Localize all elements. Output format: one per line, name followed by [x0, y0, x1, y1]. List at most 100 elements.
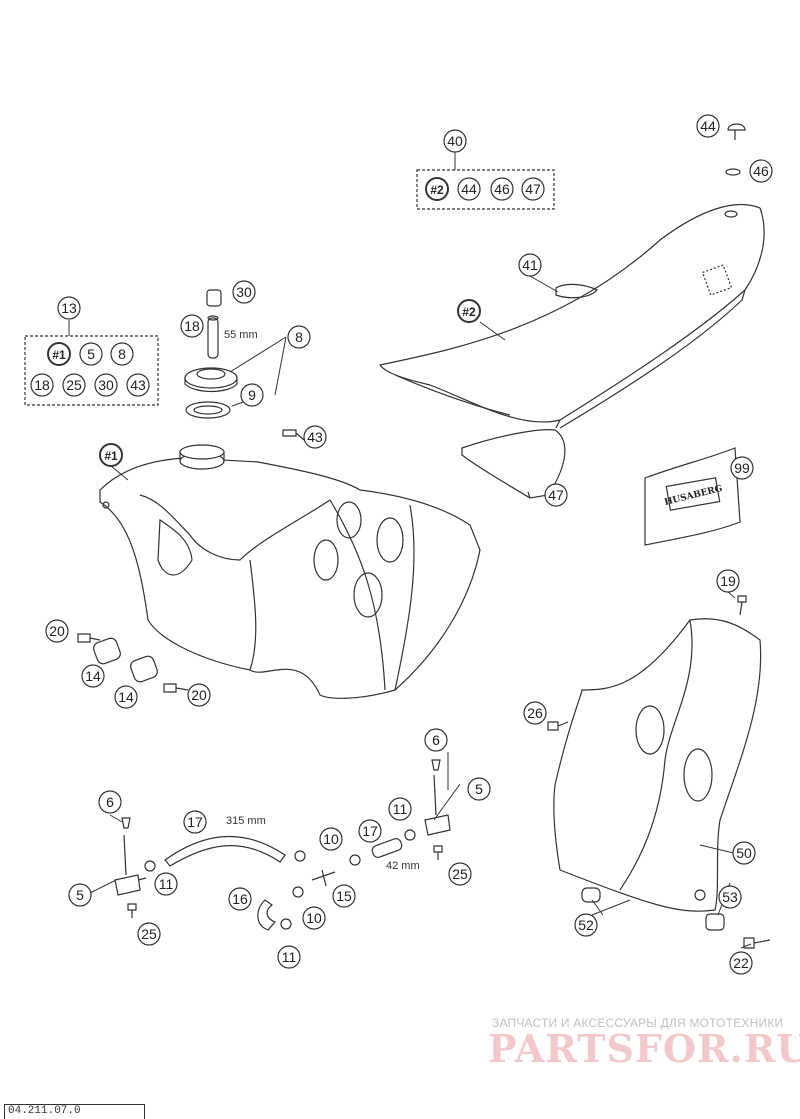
breather-valve	[206, 289, 222, 307]
decal: HUSABERG	[644, 447, 741, 546]
svg-text:50: 50	[736, 845, 752, 861]
callout-25-left: 25	[137, 922, 161, 946]
callout-10-mid: 10	[0, 0, 8, 3]
clip-10-a	[294, 850, 306, 862]
callout-11-bottom: 11	[277, 945, 301, 969]
svg-text:11: 11	[393, 801, 408, 817]
callout-19: 19	[716, 569, 740, 593]
callout-99: 99	[730, 456, 754, 480]
clip-11-b	[404, 829, 416, 841]
seat-foam-pad	[461, 429, 566, 499]
fuel-screen-right	[431, 759, 441, 771]
svg-text:52: 52	[578, 917, 594, 933]
callout-18-kit: 18	[30, 373, 54, 397]
callout-16: 16	[228, 887, 252, 911]
fuel-screen-left	[121, 817, 131, 829]
seat-bolt-44	[727, 123, 746, 140]
screw-25-left	[127, 903, 137, 918]
svg-text:25: 25	[141, 926, 157, 942]
svg-text:#1: #1	[104, 449, 118, 463]
svg-text:44: 44	[700, 118, 716, 134]
svg-text:8: 8	[118, 346, 126, 362]
callout-44: 44	[696, 114, 720, 138]
clip-11-c	[280, 918, 292, 930]
callout-11-left: 11	[154, 872, 178, 896]
svg-text:18: 18	[34, 377, 50, 393]
callout-18: 18	[180, 314, 204, 338]
screw-26	[547, 721, 569, 731]
svg-text:19: 19	[720, 573, 736, 589]
svg-text:10: 10	[306, 910, 322, 926]
clip-10-b	[349, 854, 361, 866]
filler-cap	[184, 367, 238, 393]
callout-2-kit: #2	[425, 177, 449, 201]
screw-25-right	[433, 845, 443, 860]
callout-15: 15	[332, 884, 356, 908]
clip-11-a	[144, 860, 156, 872]
svg-text:9: 9	[248, 387, 256, 403]
svg-text:#1: #1	[52, 348, 66, 362]
kit-box-13	[24, 335, 159, 406]
callout-5-right: 5	[467, 777, 491, 801]
callout-40: 40	[443, 129, 467, 153]
callout-6-left: 6	[98, 790, 122, 814]
callout-20-upper: 20	[45, 619, 69, 643]
svg-text:41: 41	[522, 257, 538, 273]
svg-text:5: 5	[87, 346, 95, 362]
bolt-22	[743, 937, 771, 949]
svg-text:40: 40	[447, 133, 463, 149]
callout-41: 41	[518, 253, 542, 277]
fuel-hose-315	[164, 835, 286, 867]
svg-text:10: 10	[0, 0, 8, 3]
svg-text:11: 11	[159, 876, 174, 892]
svg-text:30: 30	[236, 284, 252, 300]
fuel-tank	[99, 444, 481, 699]
dimension-55mm: 55 mm	[224, 329, 258, 341]
watermark-tagline: ЗАПЧАСТИ И АКСЕССУАРЫ ДЛЯ МОТОТЕХНИКИ	[492, 1016, 784, 1030]
callout-30: 30	[232, 280, 256, 304]
svg-text:44: 44	[461, 181, 477, 197]
svg-text:46: 46	[753, 163, 769, 179]
cap-gasket	[185, 401, 231, 419]
callout-47: 47	[544, 483, 568, 507]
screw-43	[282, 429, 305, 441]
svg-text:18: 18	[184, 318, 200, 334]
fuel-hose-42	[371, 838, 403, 858]
screw-19	[737, 595, 747, 616]
svg-text:13: 13	[61, 300, 77, 316]
fuel-tap-right	[424, 774, 451, 836]
svg-text:22: 22	[733, 955, 749, 971]
svg-text:43: 43	[130, 377, 146, 393]
svg-text:47: 47	[548, 487, 564, 503]
svg-text:17: 17	[362, 823, 378, 839]
callout-2: #2	[457, 299, 481, 323]
callout-10-top: 10	[319, 827, 343, 851]
callout-44-kit: 44	[457, 177, 481, 201]
svg-text:15: 15	[336, 888, 352, 904]
callout-9: 9	[240, 383, 264, 407]
callout-46: 46	[749, 159, 773, 183]
callout-11-right: 11	[388, 797, 412, 821]
side-cover	[553, 618, 762, 912]
kit-box-40	[416, 169, 555, 210]
clip-10-c	[292, 886, 304, 898]
watermark-logo: PARTSFOR.RU	[488, 1026, 800, 1071]
fuel-tap-left	[114, 834, 147, 896]
callout-5-left: 5	[68, 883, 92, 907]
svg-text:20: 20	[191, 687, 207, 703]
svg-text:16: 16	[232, 891, 248, 907]
svg-text:25: 25	[452, 866, 468, 882]
callout-25-right: 25	[448, 862, 472, 886]
callout-22: 22	[729, 951, 753, 975]
dimension-42mm: 42 mm	[386, 860, 420, 872]
callout-50: 50	[732, 841, 756, 865]
callout-26: 26	[523, 701, 547, 725]
callout-47-kit: 47	[521, 177, 545, 201]
callout-53: 53	[718, 885, 742, 909]
callout-46-kit: 46	[490, 177, 514, 201]
callout-43-kit: 43	[126, 373, 150, 397]
callout-1-kit: #1	[47, 342, 71, 366]
svg-text:20: 20	[49, 623, 65, 639]
callout-30-kit: 30	[94, 373, 118, 397]
callout-8: 8	[287, 325, 311, 349]
